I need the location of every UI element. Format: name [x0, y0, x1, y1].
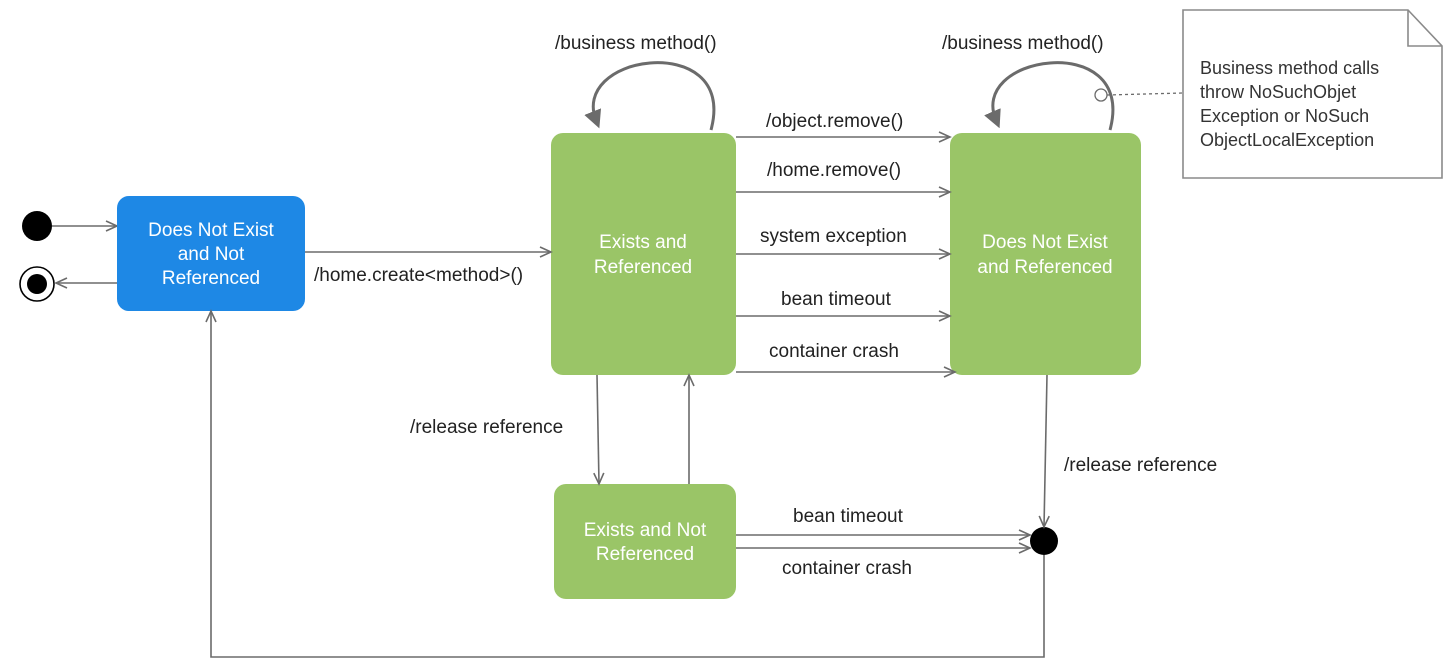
note-line: Business method calls — [1200, 58, 1379, 78]
label-container-crash-top: container crash — [769, 341, 899, 362]
label-system-exception: system exception — [760, 226, 907, 247]
junction-state — [1030, 527, 1058, 555]
state-label-line: Does Not Exist — [148, 220, 274, 241]
label-release-reference-right: /release reference — [1064, 455, 1217, 476]
note: Business method calls throw NoSuchObjet … — [1182, 9, 1443, 179]
state-exists-and-referenced: Exists and Referenced — [551, 133, 736, 375]
note-line: throw NoSuchObjet — [1200, 82, 1356, 102]
state-does-not-exist-and-referenced: Does Not Exist and Referenced — [950, 133, 1141, 375]
label-home-remove: /home.remove() — [767, 160, 901, 181]
state-does-not-exist-not-referenced: Does Not Exist and Not Referenced — [117, 196, 305, 311]
state-label-line: Does Not Exist — [982, 232, 1108, 253]
edge-return-to-start — [205, 309, 1045, 658]
final-state — [19, 266, 55, 302]
note-line: ObjectLocalException — [1200, 130, 1374, 150]
label-bean-timeout-bottom: bean timeout — [793, 506, 904, 527]
initial-state — [22, 211, 52, 241]
state-label-line: and Not — [178, 244, 245, 265]
edge-business-method-left — [584, 61, 716, 131]
note-line: Exception or NoSuch — [1200, 106, 1369, 126]
state-exists-and-not-referenced: Exists and Not Referenced — [554, 484, 736, 599]
state-label-line: Referenced — [596, 544, 694, 565]
label-container-crash-bottom: container crash — [782, 558, 912, 579]
state-label-line: Exists and Not — [584, 520, 707, 541]
label-bean-timeout-top: bean timeout — [781, 289, 892, 310]
state-label-line: Referenced — [162, 268, 260, 289]
state-label-line: Referenced — [594, 257, 692, 278]
edge-release-reference-left — [593, 374, 605, 486]
label-business-method-left: /business method() — [555, 33, 717, 54]
note-anchor — [1094, 88, 1108, 102]
edge-release-reference-right — [1038, 374, 1050, 529]
label-business-method-right: /business method() — [942, 33, 1104, 54]
note-connector — [1106, 92, 1184, 96]
state-label-line: and Referenced — [977, 257, 1112, 278]
edge-business-method-right — [984, 61, 1115, 131]
label-object-remove: /object.remove() — [766, 111, 903, 132]
label-release-reference-left: /release reference — [410, 417, 563, 438]
state-label-line: Exists and — [599, 232, 687, 253]
label-home-create: /home.create<method>() — [314, 265, 523, 286]
